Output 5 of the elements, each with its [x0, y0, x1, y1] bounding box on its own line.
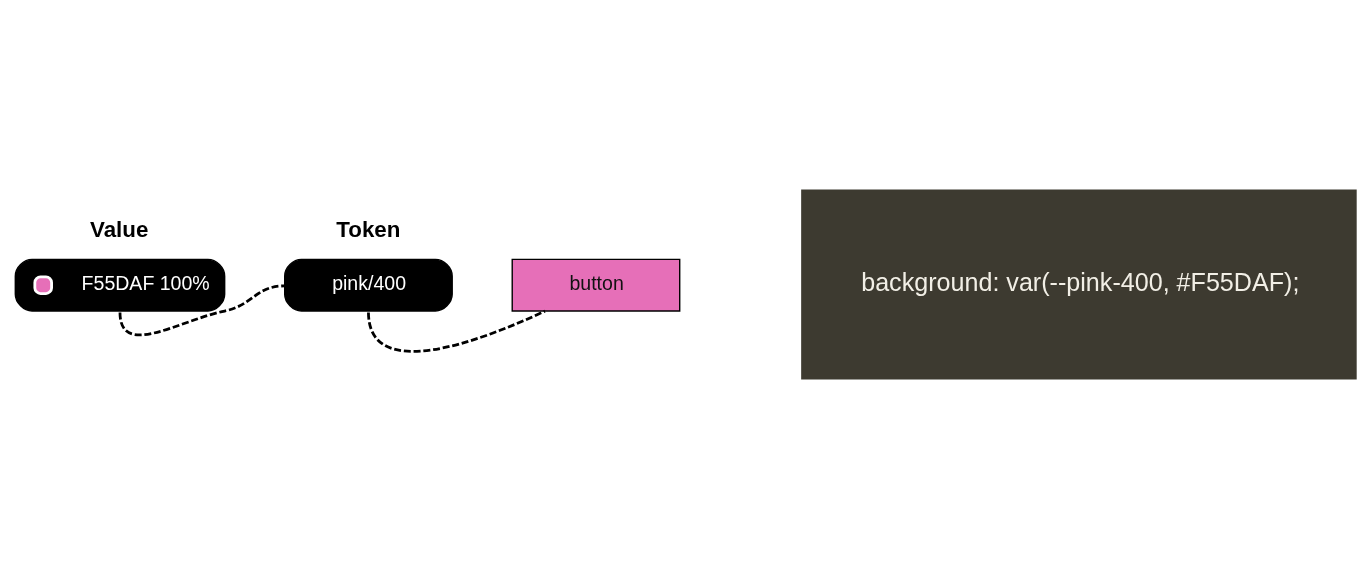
node-label: Token	[336, 216, 401, 242]
node-label: Value	[89, 216, 149, 242]
connector	[118, 284, 285, 336]
connector	[367, 309, 546, 353]
label: background: var(--pink-400, #F55DAF);	[861, 267, 1300, 296]
